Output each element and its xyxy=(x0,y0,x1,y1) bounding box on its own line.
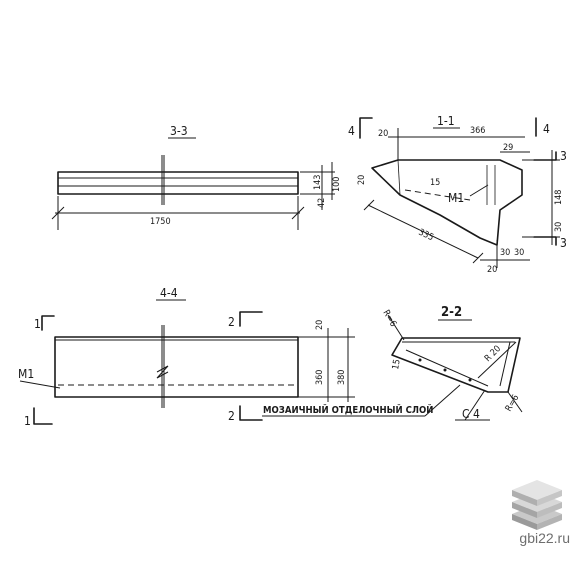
cut-marker-4-right: 4 xyxy=(543,122,550,136)
cut-marker-2-bottom: 2 xyxy=(228,409,235,423)
dim-148: 148 xyxy=(554,190,564,205)
view-4-4: 4-4 1 1 2 2 M1 20 360 380 МОЗАИЧНЫЙ ОТДЕ… xyxy=(18,286,461,428)
cut-marker-3-top: 3 xyxy=(560,149,567,163)
mark-m1-section: M1 xyxy=(448,191,464,205)
profile-2-2 xyxy=(391,337,521,393)
view-2-title: 2-2 xyxy=(441,305,462,320)
elevation-body xyxy=(54,336,299,398)
view-4-title: 4-4 xyxy=(160,286,178,300)
cut-marker-2-top: 2 xyxy=(228,315,235,329)
dim-100: 100 xyxy=(332,177,342,192)
dim-30-base-a: 30 xyxy=(500,248,510,258)
dim-360: 360 xyxy=(315,370,325,385)
mark-m1-elevation: M1 xyxy=(18,367,34,381)
view-2-2: 2-2 R=6 R 20 R=6 15 С 4 xyxy=(380,305,523,421)
dim-366: 366 xyxy=(470,126,485,136)
radius-r20: R 20 xyxy=(483,344,503,364)
dim-380: 380 xyxy=(337,370,347,385)
radius-r6-bottom: R=6 xyxy=(504,393,521,413)
cut-marker-3-bottom: 3 xyxy=(560,236,567,250)
profile-1-1 xyxy=(371,159,523,246)
view-3-3: 3-3 1750 143 100 42 xyxy=(51,124,342,230)
cut-marker-1-bottom: 1 xyxy=(24,414,31,428)
finishing-layer-note: МОЗАИЧНЫЙ ОТДЕЛОЧНЫЙ СЛОЙ xyxy=(263,404,433,416)
view-3-title: 3-3 xyxy=(170,124,188,138)
dim-143: 143 xyxy=(313,175,323,190)
view-1-title: 1-1 xyxy=(437,114,455,128)
dim-20-base: 20 xyxy=(487,265,497,275)
dim-335: 335 xyxy=(417,228,435,244)
dim-length-1750: 1750 xyxy=(150,217,171,227)
dim-20-elev: 20 xyxy=(315,320,325,330)
dim-angle-15: 15 xyxy=(430,178,440,188)
dim-42: 42 xyxy=(317,198,327,208)
dim-30-right: 30 xyxy=(554,222,564,232)
view-1-1: 1-1 4 4 20 366 29 15 M1 335 20 148 3 xyxy=(348,114,567,275)
watermark-text: gbi22.ru xyxy=(519,530,570,546)
angle-15: 15 xyxy=(391,359,403,371)
dim-29: 29 xyxy=(503,143,513,153)
cut-marker-4-left: 4 xyxy=(348,124,355,138)
dim-20-top: 20 xyxy=(378,129,388,139)
dim-30-base-b: 30 xyxy=(514,248,524,258)
cut-marker-1-top: 1 xyxy=(34,317,41,331)
mark-c4: С 4 xyxy=(462,407,480,421)
dim-20-left: 20 xyxy=(357,175,367,185)
stacked-slabs-logo-icon xyxy=(512,480,562,530)
